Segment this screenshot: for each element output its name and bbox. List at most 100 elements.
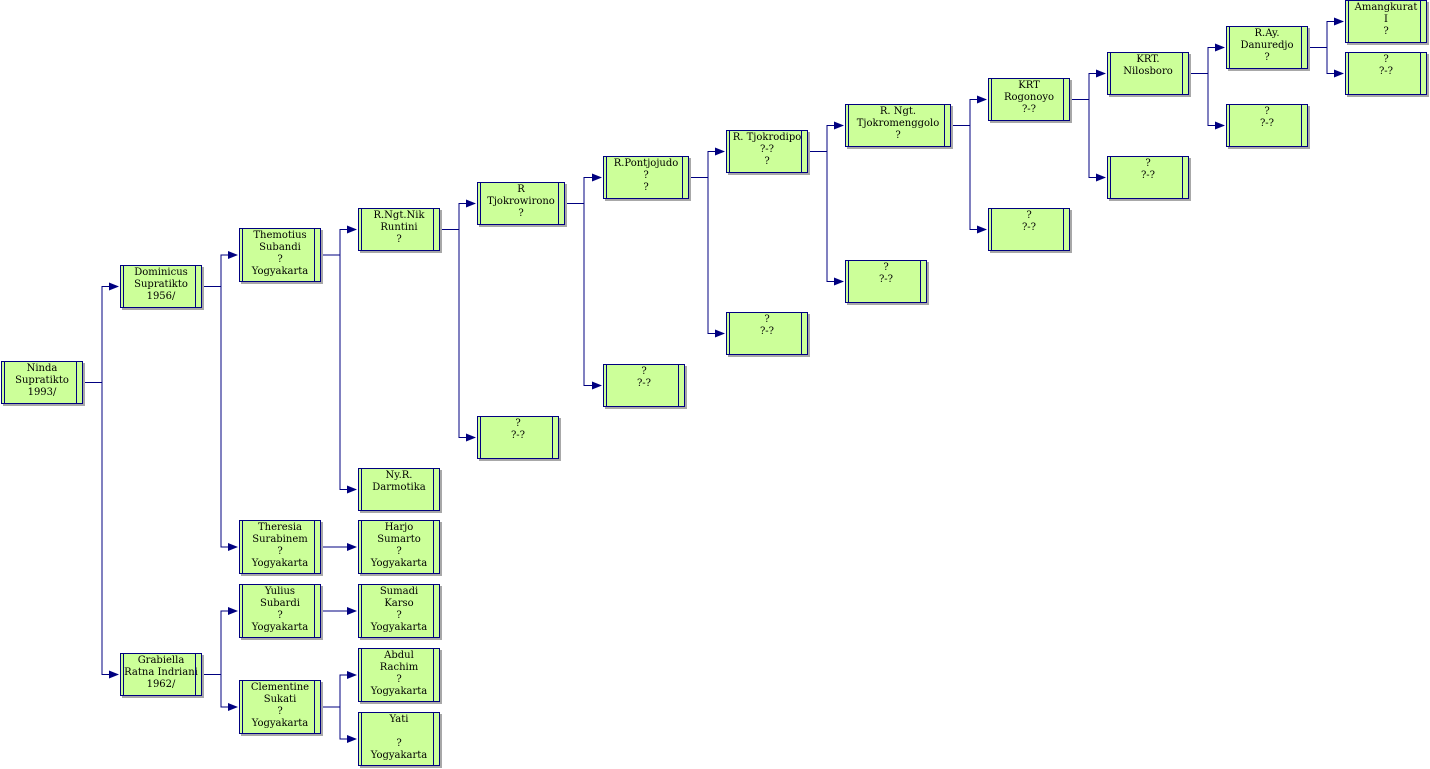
person-box[interactable]: ??-? (726, 312, 808, 355)
person-text-line: ? (396, 738, 402, 749)
parent-link-arrow (321, 706, 357, 743)
person-text-line: Clementine (250, 682, 310, 693)
person-box[interactable]: ??-? (1107, 156, 1189, 199)
person-text-line: ? (396, 674, 402, 685)
person-box[interactable]: ??-? (603, 364, 685, 407)
person-text-line: Yati (389, 714, 409, 725)
person-text-line: Yogyakarta (370, 558, 428, 569)
person-text-line: ? (396, 234, 402, 245)
parent-link-arrow (1308, 47, 1344, 78)
person-box[interactable]: Yati ?Yogyakarta (358, 712, 440, 766)
person-text-line: KRT (1018, 80, 1040, 91)
person-text-line: ? (396, 546, 402, 557)
person-box[interactable]: R.Ay.Danuredjo? (1226, 26, 1308, 69)
person-text-line: Supratikto (15, 375, 69, 386)
parent-link-arrow (83, 282, 119, 383)
parent-link-arrow (808, 121, 844, 152)
person-text-line: ?-? (759, 144, 775, 155)
person-text-line: ? (1264, 106, 1270, 117)
parent-link-arrow (565, 203, 602, 390)
person-text-line: Dominicus (134, 267, 188, 278)
person-box[interactable]: KRT.Nilosboro (1107, 52, 1189, 95)
person-text-line: Sumarto (377, 534, 421, 545)
person-text-line: Sukati (263, 694, 297, 705)
person-text-line: KRT. (1136, 54, 1160, 65)
person-text-line: R.Ngt.Nik (373, 210, 425, 221)
person-text-line: ? (1264, 52, 1270, 63)
parent-link-arrow (1189, 43, 1225, 74)
person-text-line: Ratna Indriani (124, 667, 198, 678)
person-text-line: Darmotika (372, 482, 426, 493)
person-text-line: Amangkurat (1354, 2, 1418, 13)
person-text-line: Yogyakarta (251, 622, 309, 633)
person-text-line: 1993/ (27, 387, 57, 398)
person-text-line: R (517, 184, 525, 195)
person-text-line: Harjo (384, 522, 414, 533)
person-text-line: Subandi (259, 242, 301, 253)
person-text-line: Themotius (253, 230, 307, 241)
parent-link-arrow (565, 173, 602, 204)
person-text-line: Yogyakarta (370, 686, 428, 697)
person-text-line: Ninda (26, 363, 58, 374)
parent-link-arrow (83, 382, 119, 679)
person-text-line: ? (518, 208, 524, 219)
person-box[interactable]: R. Ngt.Tjokromenggolo? (845, 104, 951, 147)
person-box[interactable]: ??-? (845, 260, 927, 303)
person-text-line: ? (277, 610, 283, 621)
person-text-line: ? (1383, 26, 1389, 37)
person-box[interactable]: ??-? (1345, 52, 1427, 95)
person-text-line: ?-? (1259, 118, 1275, 129)
parent-link-arrow (440, 229, 476, 442)
parent-link-arrow (808, 151, 844, 286)
person-text-line: Tjokromenggolo (856, 118, 940, 129)
person-text-line: 1956/ (146, 291, 176, 302)
person-text-line: ? (1145, 158, 1151, 169)
person-text-line: Sumadi (379, 586, 419, 597)
person-text-line: Runtini (380, 222, 418, 233)
person-text-line: Grabiella (137, 655, 185, 666)
person-text-line: Yogyakarta (251, 558, 309, 569)
person-text-line: Nilosboro (1123, 66, 1173, 77)
person-text-line: ?-? (878, 274, 894, 285)
person-box[interactable]: Ny.R.Darmotika (358, 468, 440, 511)
person-box[interactable]: ??-? (477, 416, 559, 459)
parent-link-arrow (202, 251, 238, 287)
parent-link-arrow (689, 177, 725, 338)
person-box[interactable]: ??-? (988, 208, 1070, 251)
parent-link-arrow (951, 125, 987, 234)
parent-link-arrow (1308, 17, 1344, 48)
person-text-line: Rogonoyo (1003, 92, 1055, 103)
person-text-line: Surabinem (252, 534, 308, 545)
person-text-line: ? (1383, 54, 1389, 65)
parent-link-arrow (689, 147, 725, 178)
person-text-line: ?-? (1021, 222, 1037, 233)
person-text-line: ?-? (636, 378, 652, 389)
person-text-line: ? (764, 314, 770, 325)
person-box[interactable]: ??-? (1226, 104, 1308, 147)
person-box[interactable]: R.Pontjojudo?? (603, 156, 689, 199)
person-text-line: Rachim (379, 662, 419, 673)
person-text-line: ? (1026, 210, 1032, 221)
person-text-line: 1962/ (146, 679, 176, 690)
person-text-line: Subardi (259, 598, 301, 609)
person-box[interactable]: R. Tjokrodipo?-?? (726, 130, 808, 173)
person-text-line: ?-? (510, 430, 526, 441)
person-text-line: R. Ngt. (879, 106, 917, 117)
person-text-line: ? (277, 546, 283, 557)
person-text-line: ? (641, 366, 647, 377)
